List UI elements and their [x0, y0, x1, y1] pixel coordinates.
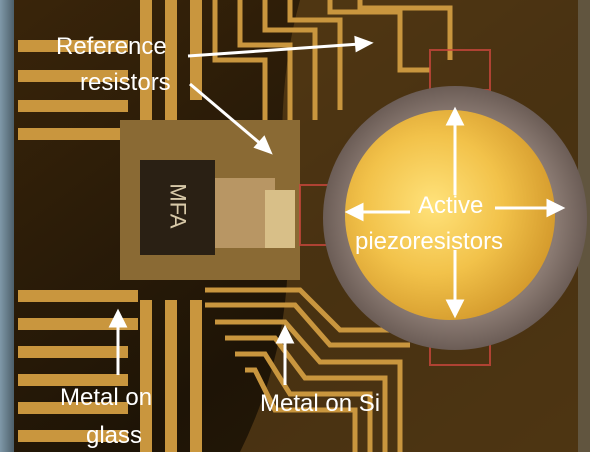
top-routing-traces — [212, 0, 453, 150]
metal-glass-line-2: glass — [86, 422, 143, 449]
bottom-routing-traces — [205, 287, 420, 452]
left-edge-glass — [0, 0, 14, 452]
reference-line-2: resistors — [80, 69, 171, 96]
reference-resistors-label: Reference — [56, 35, 167, 59]
metal-on-glass-label: Metal on — [60, 386, 152, 410]
metal-si-text: Metal on Si — [260, 390, 381, 417]
active-piezoresistors-label: Active — [418, 194, 483, 218]
left-comb-traces — [18, 0, 202, 452]
reference-line-1: Reference — [56, 33, 167, 60]
chip-marking-text: MFA — [165, 179, 191, 234]
metal-on-si-label: Metal on Si — [260, 392, 380, 416]
active-line-2: piezoresistors — [355, 228, 504, 255]
marking-pad — [140, 160, 215, 255]
chip-marking: MFA — [165, 183, 191, 229]
active-piezoresistors-label-line2: piezoresistors — [355, 230, 503, 254]
active-line-1: Active — [418, 192, 484, 219]
reference-resistors-label-line2: resistors — [80, 71, 171, 95]
reference-resistor-element — [265, 190, 295, 248]
annotation-arrows — [108, 35, 566, 385]
membrane-diaphragm — [345, 110, 555, 320]
metal-glass-line-1: Metal on — [60, 384, 153, 411]
metal-on-glass-label-line2: glass — [86, 424, 142, 448]
